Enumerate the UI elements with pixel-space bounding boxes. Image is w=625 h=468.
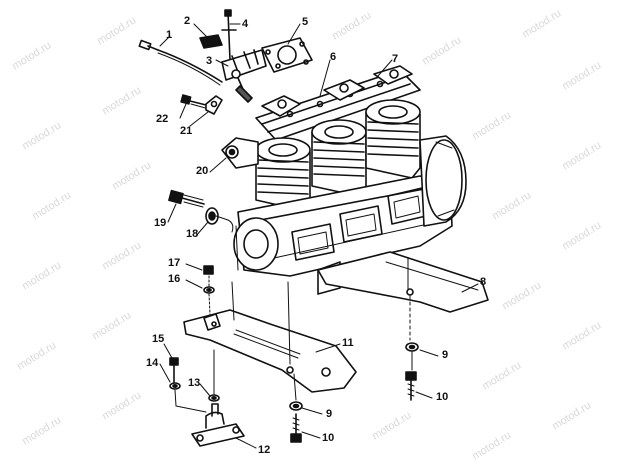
callout-12: 12 [258,444,271,456]
front-mount-plate [183,309,357,393]
decal-plate [199,34,223,49]
callout-16: 16 [168,273,181,285]
bolt-19 [168,189,205,208]
callout-2: 2 [184,15,191,27]
stud-screw [221,9,237,61]
washer-18 [205,207,234,233]
cylinder-3 [365,99,421,179]
callout-7: 7 [392,53,399,65]
callout-9-right: 9 [442,349,449,361]
callout-20: 20 [196,165,209,177]
callout-19: 19 [154,217,167,229]
washer-14 [169,382,181,390]
callout-3: 3 [206,55,213,67]
callout-6: 6 [330,51,337,63]
callout-8: 8 [480,276,487,288]
engine-assembly [221,65,467,295]
callout-15-lower: 15 [152,333,165,345]
callout-18: 18 [186,228,199,240]
washer-13 [208,394,220,402]
bolt-15 [169,357,179,383]
callout-17: 17 [168,257,181,269]
callout-4: 4 [242,18,249,30]
bracket-21 [205,95,223,115]
cylinder-2 [311,119,367,197]
washer-16 [203,286,215,294]
bolt-22 [180,94,211,110]
nut-17 [203,265,214,275]
washer-9-right [405,342,419,352]
throttle-cable [138,39,223,86]
washer-9-bottom [289,401,303,411]
bolt-10-bottom [290,413,302,443]
callout-21: 21 [180,125,193,137]
gasket [261,37,313,73]
choke-bracket [221,49,267,103]
callout-10-bottom: 10 [322,432,335,444]
bolt-10-right [405,371,417,401]
rubber-mount-12 [191,403,245,447]
callout-10-right: 10 [436,391,449,403]
callout-9-bottom: 9 [326,408,333,420]
callout-11: 11 [342,337,354,349]
callout-14: 14 [146,357,159,369]
callout-1: 1 [166,29,173,41]
callout-22: 22 [156,113,169,125]
callout-13: 13 [188,377,201,389]
leader-lines [159,23,479,449]
rear-mount-plate [317,251,489,341]
callout-5: 5 [302,16,309,28]
